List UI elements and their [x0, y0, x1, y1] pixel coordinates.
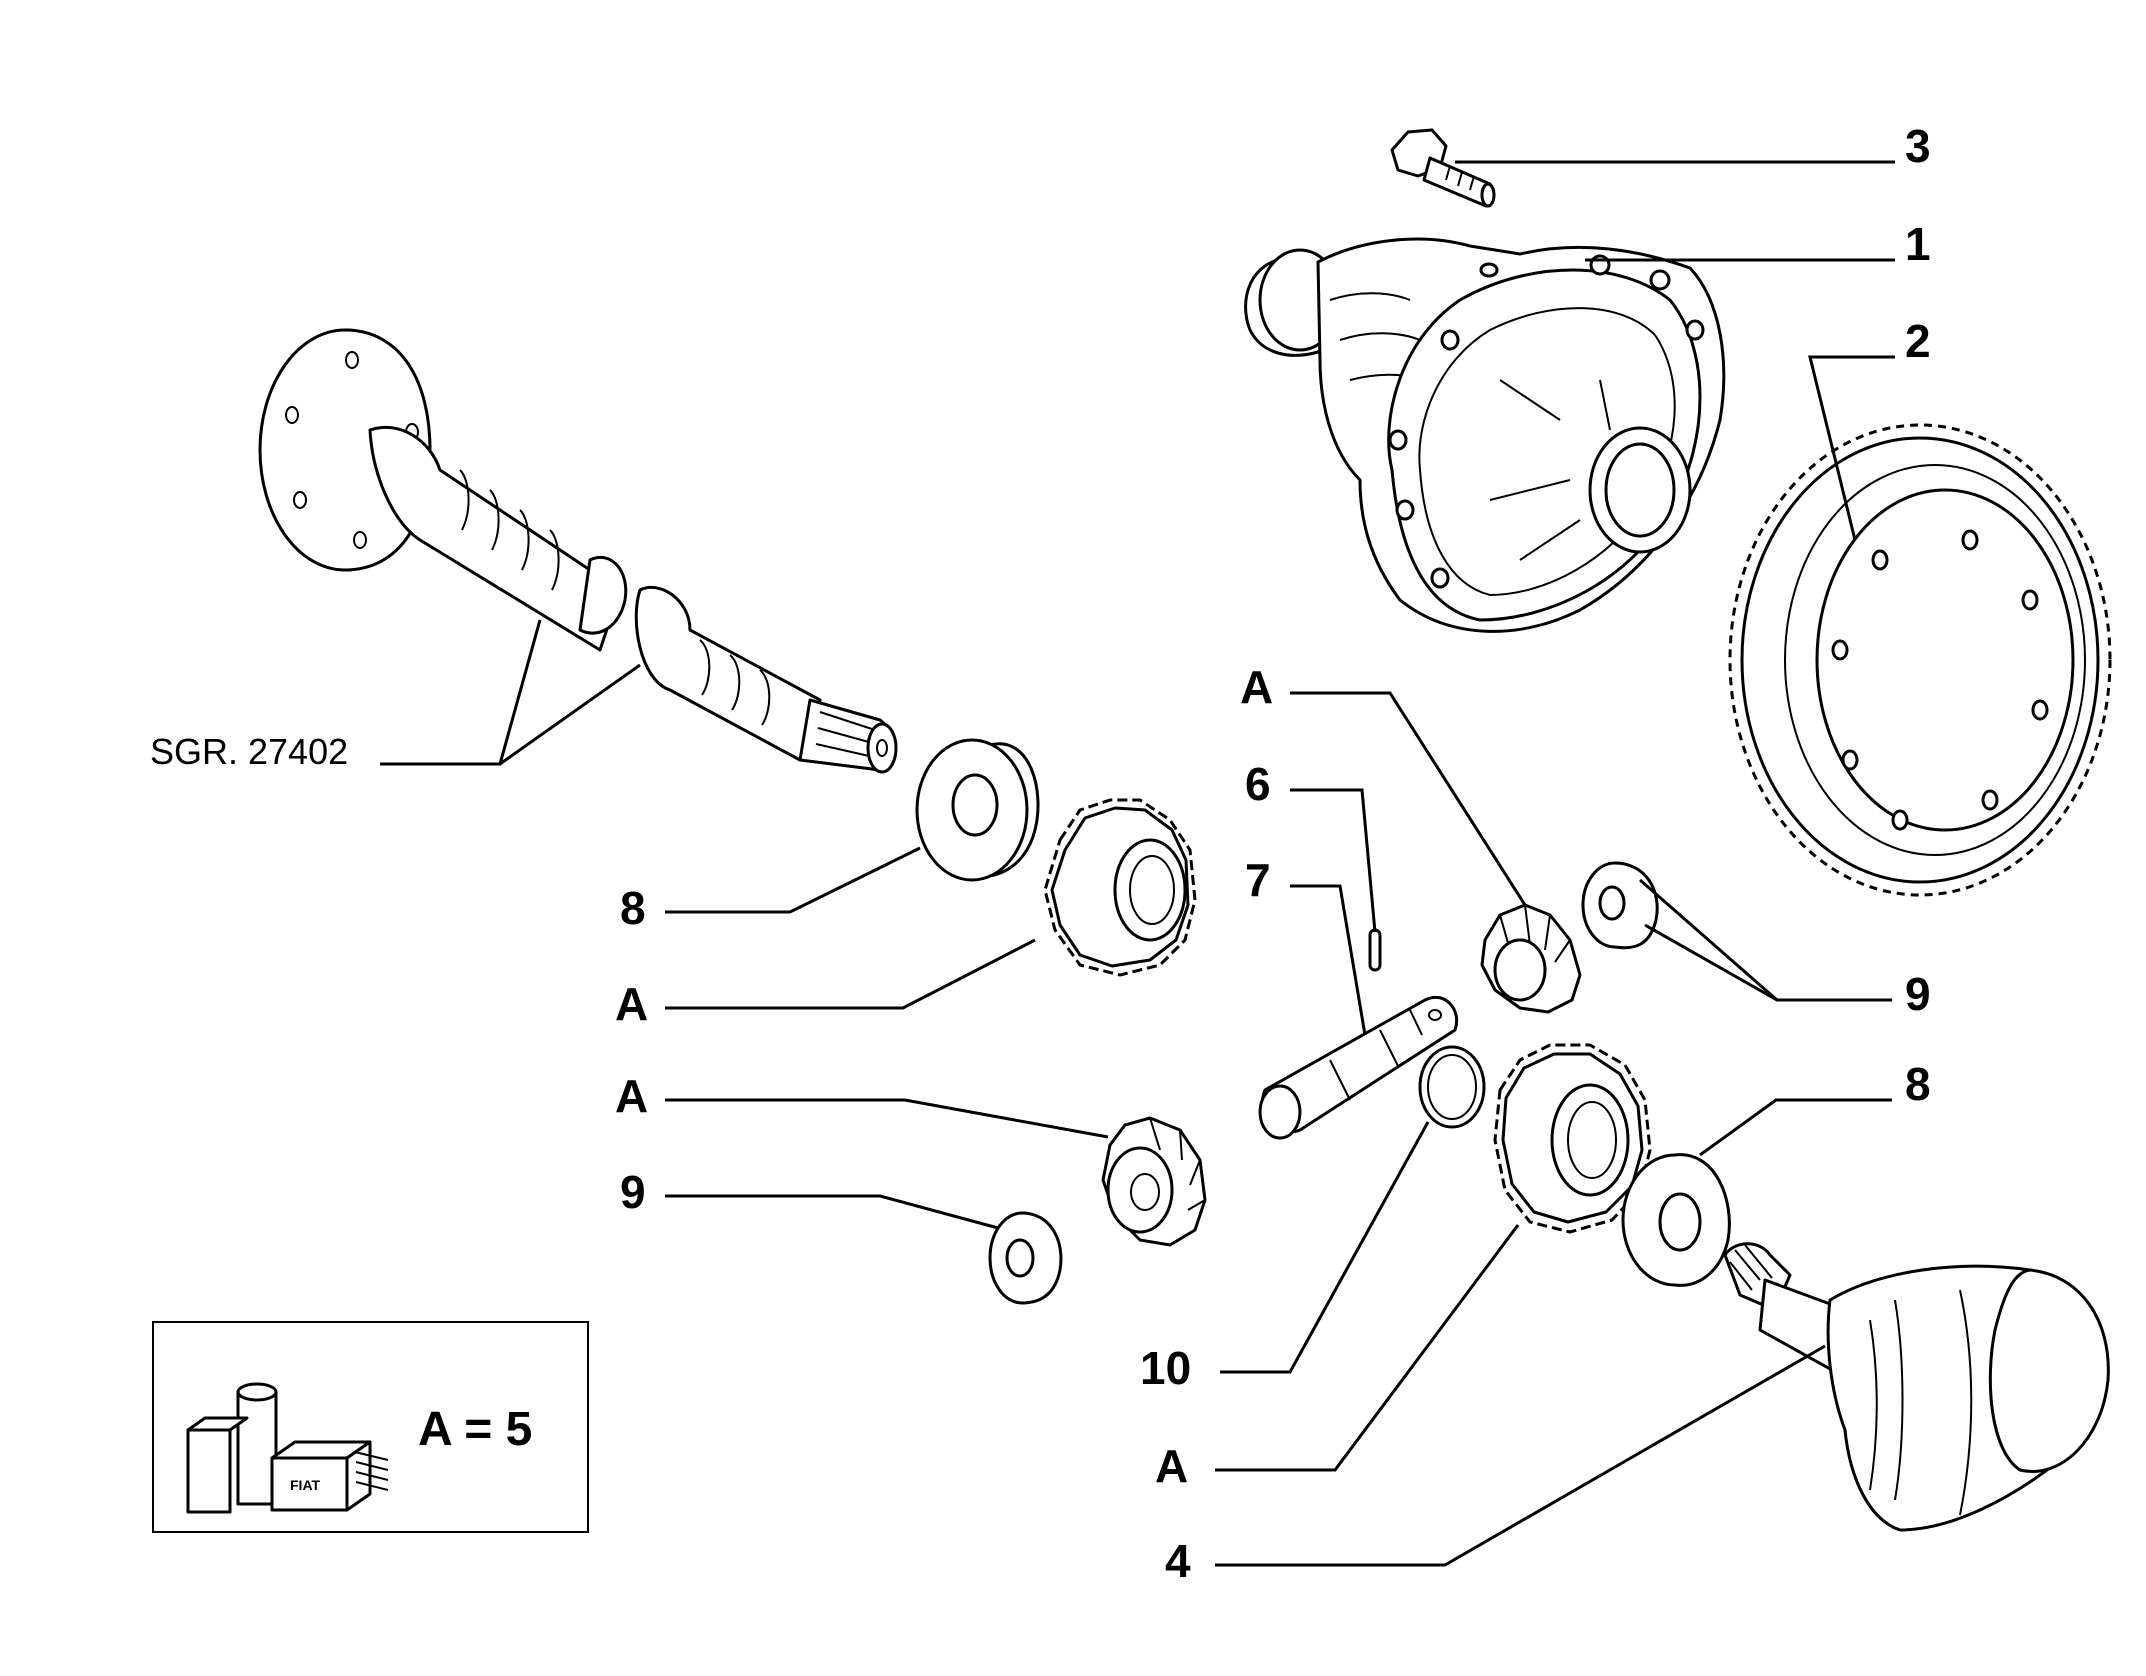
label-sgr-27402: SGR. 27402 [150, 731, 348, 772]
left-axle-shaft [258, 328, 898, 774]
callout-labels: 3 1 2 SGR. 27402 8 A A 9 A 6 7 9 8 10 A … [150, 120, 1931, 1587]
part-4-tripod-housing-shaft [1723, 1242, 2110, 1532]
label-a-left-2: A [615, 1070, 648, 1122]
package-brand-text: FIAT [290, 1477, 321, 1493]
label-1: 1 [1905, 218, 1931, 270]
part-6-roll-pin [1368, 928, 1382, 972]
label-8-right: 8 [1905, 1058, 1931, 1110]
legend-box: FIAT A = 5 [152, 1321, 589, 1533]
legend-text: A = 5 [418, 1403, 532, 1456]
side-gear-upper-left [1043, 798, 1197, 977]
part-8-thrust-washer-left [915, 738, 1040, 882]
planet-gear-lower-left [1101, 1116, 1207, 1247]
leader-lines [380, 160, 1895, 1567]
part-9-washer-right [1581, 861, 1659, 950]
label-10: 10 [1140, 1342, 1191, 1394]
part-10-snap-ring [1418, 1045, 1486, 1129]
part-1-differential-carrier [1244, 237, 1726, 633]
label-a-center: A [1240, 661, 1273, 713]
label-a-left-1: A [615, 978, 648, 1030]
part-9-washer-left [988, 1211, 1063, 1305]
label-4: 4 [1165, 1535, 1191, 1587]
side-gear-lower-right [1493, 1043, 1652, 1234]
part-3-bolt [1390, 128, 1496, 208]
parts-package-icon: FIAT [186, 1382, 389, 1514]
label-3: 3 [1905, 120, 1931, 172]
label-2: 2 [1905, 315, 1931, 367]
label-9-left: 9 [620, 1166, 646, 1218]
part-8-thrust-washer-right [1621, 1153, 1731, 1287]
label-a-bottom: A [1155, 1440, 1188, 1492]
part-7-pinion-shaft [1258, 995, 1458, 1140]
label-8-left: 8 [620, 882, 646, 934]
label-6: 6 [1245, 758, 1271, 810]
planet-gear-center [1480, 903, 1582, 1014]
part-2-ring-gear [1728, 423, 2112, 897]
label-7: 7 [1245, 854, 1271, 906]
label-9-right: 9 [1905, 968, 1931, 1020]
